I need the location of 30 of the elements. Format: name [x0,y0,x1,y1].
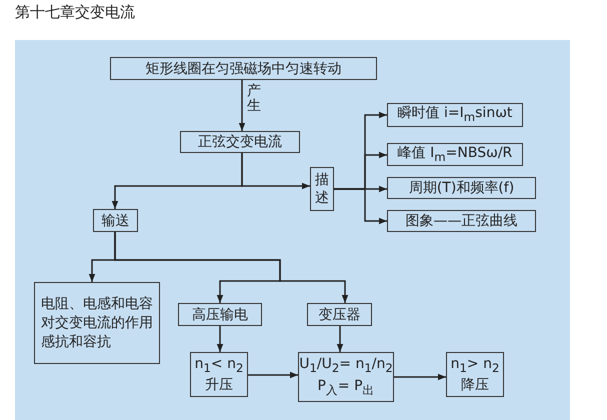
node-text: P$_{入}$= P$_{出}$ [317,377,375,399]
process-box: 矩形线圈在匀强磁场中匀速转动 [110,57,377,80]
process-box: 输送 [93,209,138,232]
node-text: n$_{1}$< n$_{2}$ [194,354,244,376]
vertical-label-box: 描述 [310,167,334,211]
arrow [216,326,224,352]
arrow [334,188,387,224]
arrow [248,372,298,378]
process-box: 正弦交变电流 [180,131,300,153]
process-box: 周期(T)和频率(f) [387,177,536,199]
edge-label: 产生 [247,84,262,114]
arrow [112,153,243,209]
text-box: 电阻、电感和电容对交变电流的作用感抗和容抗 [34,282,160,364]
arrow [336,326,344,352]
process-box [298,352,394,402]
chapter-title: 第十七章交变电流 [15,3,135,22]
arrow [394,374,446,380]
node-text: 升压 [205,376,233,394]
arrow [114,232,348,303]
process-box: 变压器 [307,303,372,326]
process-box: 高压输电 [178,303,262,326]
process-box: 图象——正弦曲线 [387,210,536,232]
node-text: n$_{1}$> n$_{2}$ [450,354,500,376]
node-text: 降压 [461,376,489,394]
process-box [190,352,248,397]
node-text: U$_{1}$/U$_{2}$= n$_{1}$/n$_{2}$ [299,355,393,377]
process-box: 峰值 I$_{m}$=NBSω/R [387,143,523,166]
arrow [238,80,246,131]
process-box: 瞬时值 i=I$_{m}$sinωt [387,103,523,127]
process-box [446,352,504,397]
